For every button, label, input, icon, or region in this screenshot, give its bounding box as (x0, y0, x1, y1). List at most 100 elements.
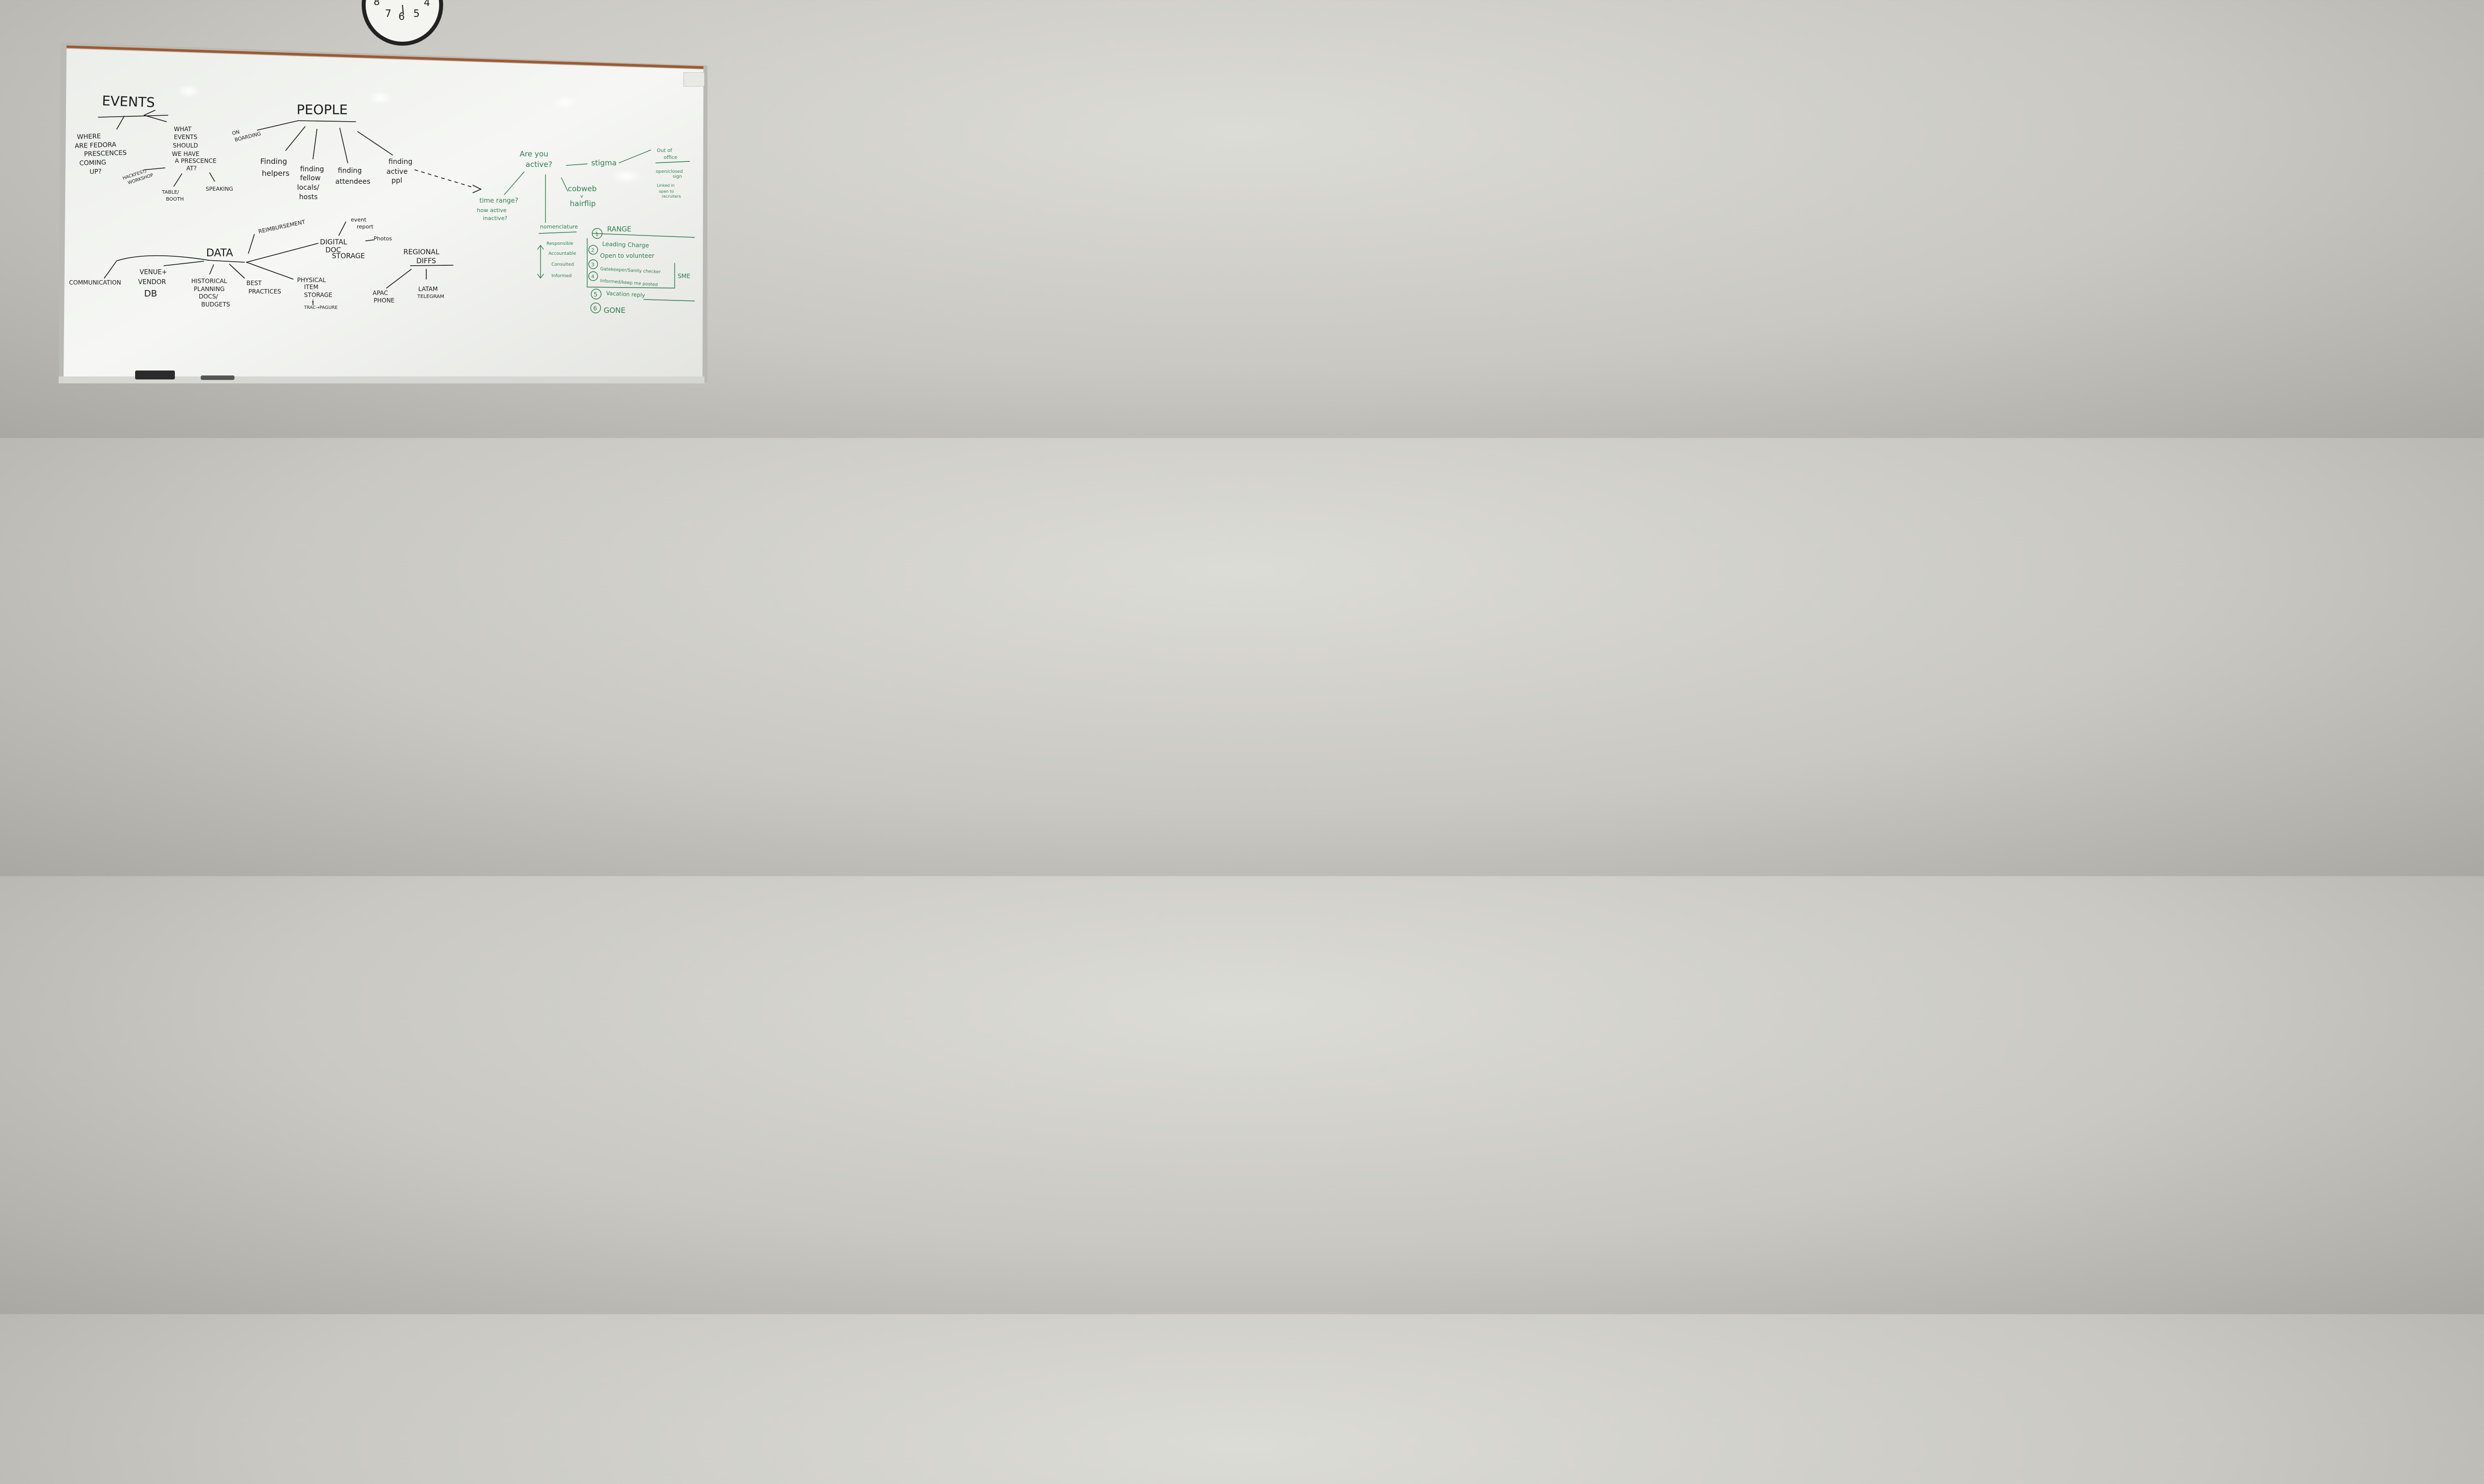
where-fedora-note: WHERE ARE FEDORA PRESCENCES COMING UP? (75, 132, 130, 176)
event-report-line: event (351, 217, 367, 223)
range-item-1: Leading Charge (602, 240, 649, 249)
attendees-line: finding (338, 167, 362, 175)
out-of-office-note: Out of office (657, 148, 677, 160)
light-reflection (611, 168, 643, 184)
locals-line: fellow (300, 174, 320, 182)
apac-line: PHONE (374, 297, 394, 304)
best-line: BEST (246, 280, 262, 287)
what-line: EVENTS (174, 134, 197, 141)
finding-active-note: finding active ppl (387, 158, 415, 185)
raci-item: Accountable (548, 251, 576, 256)
digital-line: DIGITAL (320, 238, 347, 246)
table-booth-note: TABLE/ BOOTH (161, 190, 184, 202)
where-line: WHERE (77, 133, 101, 141)
data-title: DATA (206, 247, 233, 259)
cobweb-line: hairflip (570, 199, 596, 208)
communication-note: COMMUNICATION (69, 279, 121, 286)
best-practices-note: BEST PRACTICES (246, 280, 281, 295)
latam-line: TELEGRAM (417, 294, 444, 299)
range-num-5: 5 (594, 291, 598, 298)
dry-erase-marker (201, 375, 234, 380)
light-reflection (553, 95, 577, 109)
board-label-sticker (683, 72, 705, 87)
helpers-line: Finding (260, 157, 287, 166)
linkedin-note: Linked in open to recruiters (657, 183, 681, 199)
range-num-6: 6 (593, 305, 597, 312)
historical-planning-note: HISTORICAL PLANNING DOCS/ BUDGETS (191, 278, 230, 308)
time-range-note: time range? how active inactive? (477, 197, 520, 222)
event-report-line: report (357, 223, 374, 230)
wall-clock: 7 6 5 4 8 (362, 0, 443, 46)
time-range-line: inactive? (483, 215, 507, 222)
active-line: ppl (391, 177, 402, 185)
physical-line: STORAGE (304, 292, 332, 298)
whiteboard-photo: 7 6 5 4 8 (59, 0, 707, 383)
physical-line: PHYSICAL (297, 277, 326, 284)
nomenclature-note: nomenclature (540, 223, 578, 230)
green-connectors (504, 149, 695, 313)
active-q-line: Are you (520, 149, 548, 158)
people-cluster: PEOPLE ON BOARDING Finding helpers findi… (232, 102, 415, 201)
ooo-line: Out of (657, 148, 672, 153)
time-range-line: how active (477, 207, 507, 214)
linkedin-line: recruiters (662, 194, 681, 199)
cobweb-line: cobweb (568, 184, 597, 193)
clock-numeral: 5 (413, 7, 420, 19)
latam-line: LATAM (418, 286, 438, 293)
apac-phone-note: APAC PHONE (373, 290, 394, 304)
where-line: UP? (89, 168, 102, 176)
clock-numeral: 7 (385, 7, 391, 19)
venue-vendor-note: VENUE+ VENDOR DB (138, 269, 169, 299)
range-item-5: Vacation reply (606, 290, 645, 298)
clock-numeral: 8 (374, 0, 380, 7)
range-title: RANGE (607, 225, 631, 233)
what-line: AT? (186, 165, 197, 172)
venue-line: DB (144, 289, 157, 299)
cobweb-line: v (580, 194, 583, 199)
raci-list: Responsible Accountable Consulted Inform… (546, 241, 577, 279)
what-events-note: WHAT EVENTS SHOULD WE HAVE A PRESCENCE A… (172, 126, 219, 172)
table-line: TABLE/ (161, 190, 179, 195)
digital-line: DOC (325, 246, 341, 254)
events-title: EVENTS (102, 93, 155, 111)
historical-line: DOCS/ (199, 293, 219, 300)
historical-line: HISTORICAL (191, 278, 227, 285)
active-line: finding (388, 158, 412, 166)
open-closed-line: open/closed (656, 169, 683, 174)
regional-cluster: REGIONAL DIFFS APAC PHONE LATAM TELEGRAM (373, 248, 444, 304)
range-num-1: 1 (595, 231, 599, 237)
range-num-2: 2 (591, 248, 594, 253)
where-line: PRESCENCES (84, 149, 127, 158)
physical-line: ↓ (311, 299, 315, 304)
locals-line: finding (300, 165, 324, 173)
raci-item: Consulted (551, 262, 574, 267)
raci-item: Responsible (546, 241, 573, 246)
what-line: WE HAVE (172, 150, 200, 157)
latam-telegram-note: LATAM TELEGRAM (417, 286, 444, 299)
events-cluster: EVENTS WHERE ARE FEDORA PRESCENCES COMIN… (75, 93, 233, 202)
sme-note: SME (678, 273, 691, 280)
light-reflection (368, 91, 392, 105)
table-line: BOOTH (166, 197, 184, 202)
stigma-note: stigma (591, 158, 617, 167)
regional-diffs-title: REGIONAL DIFFS (403, 248, 442, 265)
finding-helpers-note: Finding helpers (260, 157, 290, 178)
digital-storage-note: DIGITAL DOC STORAGE (320, 238, 365, 260)
apac-line: APAC (373, 290, 388, 297)
are-you-active-note: Are you active? (520, 149, 552, 169)
raci-item: Informed (551, 274, 572, 279)
locals-line: locals/ (297, 184, 319, 192)
active-q-line: active? (526, 160, 552, 169)
open-closed-sign-note: open/closed sign (656, 169, 684, 179)
clock-numeral: 6 (398, 10, 405, 22)
digital-line: STORAGE (332, 252, 365, 260)
range-item-2: Open to volunteer (600, 252, 654, 259)
people-title: PEOPLE (297, 102, 348, 118)
photos-note: Photos (374, 235, 392, 242)
what-line: SHOULD (173, 142, 198, 149)
light-reflection (177, 84, 201, 98)
linkedin-line: Linked in (657, 183, 675, 188)
where-line: ARE FEDORA (75, 141, 116, 150)
speaking-note: SPEAKING (206, 186, 233, 192)
regional-line: REGIONAL (403, 248, 440, 256)
